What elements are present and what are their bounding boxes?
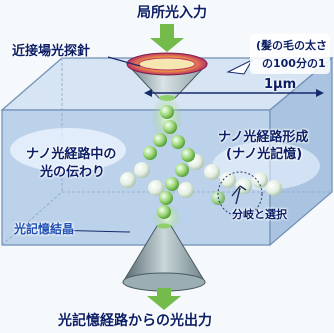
hair-label-line2: の100分の1 bbox=[262, 57, 326, 70]
probe-leader-line bbox=[107, 56, 141, 67]
branch-selection-marker bbox=[217, 171, 263, 217]
output-arrow bbox=[147, 288, 181, 310]
particle bbox=[160, 105, 174, 119]
crystal-leader-line bbox=[49, 229, 131, 233]
particle bbox=[163, 120, 177, 134]
particle bbox=[181, 148, 195, 162]
crystal-label: 光記憶結晶 bbox=[14, 222, 75, 236]
hair-label-line1: (髪の毛の太さ bbox=[256, 39, 328, 52]
particle bbox=[178, 182, 194, 198]
formation-label-line1: ナノ光経路形成 bbox=[218, 130, 309, 145]
nano-particles-green bbox=[143, 105, 225, 219]
input-arrow bbox=[150, 24, 184, 52]
particle bbox=[143, 146, 157, 160]
particle bbox=[120, 172, 136, 188]
output-label: 光記憶経路からの光出力 bbox=[58, 313, 212, 329]
particle bbox=[252, 172, 268, 188]
propagation-glow bbox=[10, 128, 126, 172]
input-label: 局所光入力 bbox=[137, 5, 207, 21]
probe-label: 近接場光探針 bbox=[12, 44, 91, 59]
branch-label: 分岐と選択 bbox=[232, 208, 287, 221]
formation-label-line2: (ナノ光記憶) bbox=[226, 147, 303, 162]
particle bbox=[204, 164, 220, 180]
particle bbox=[165, 177, 179, 191]
particle bbox=[266, 180, 282, 196]
formation-glow bbox=[212, 142, 320, 190]
hair-callout-pointer bbox=[226, 58, 254, 75]
particle bbox=[171, 135, 185, 149]
particle bbox=[134, 162, 150, 178]
particle bbox=[220, 172, 236, 188]
propagation-label-line1: ナノ光経路中の bbox=[26, 147, 117, 162]
hair-callout-box bbox=[250, 34, 330, 74]
particle bbox=[175, 163, 189, 177]
particle bbox=[159, 191, 173, 205]
particle bbox=[153, 133, 167, 147]
scale-arrow bbox=[144, 89, 324, 97]
propagation-label-line2: 光の伝わり bbox=[40, 165, 106, 180]
scale-label: 1μm bbox=[264, 77, 297, 92]
particle bbox=[148, 180, 164, 196]
crystal-hidden-edge bbox=[1, 191, 63, 246]
near-field-probe-bottom bbox=[122, 223, 206, 292]
particle bbox=[157, 205, 171, 219]
